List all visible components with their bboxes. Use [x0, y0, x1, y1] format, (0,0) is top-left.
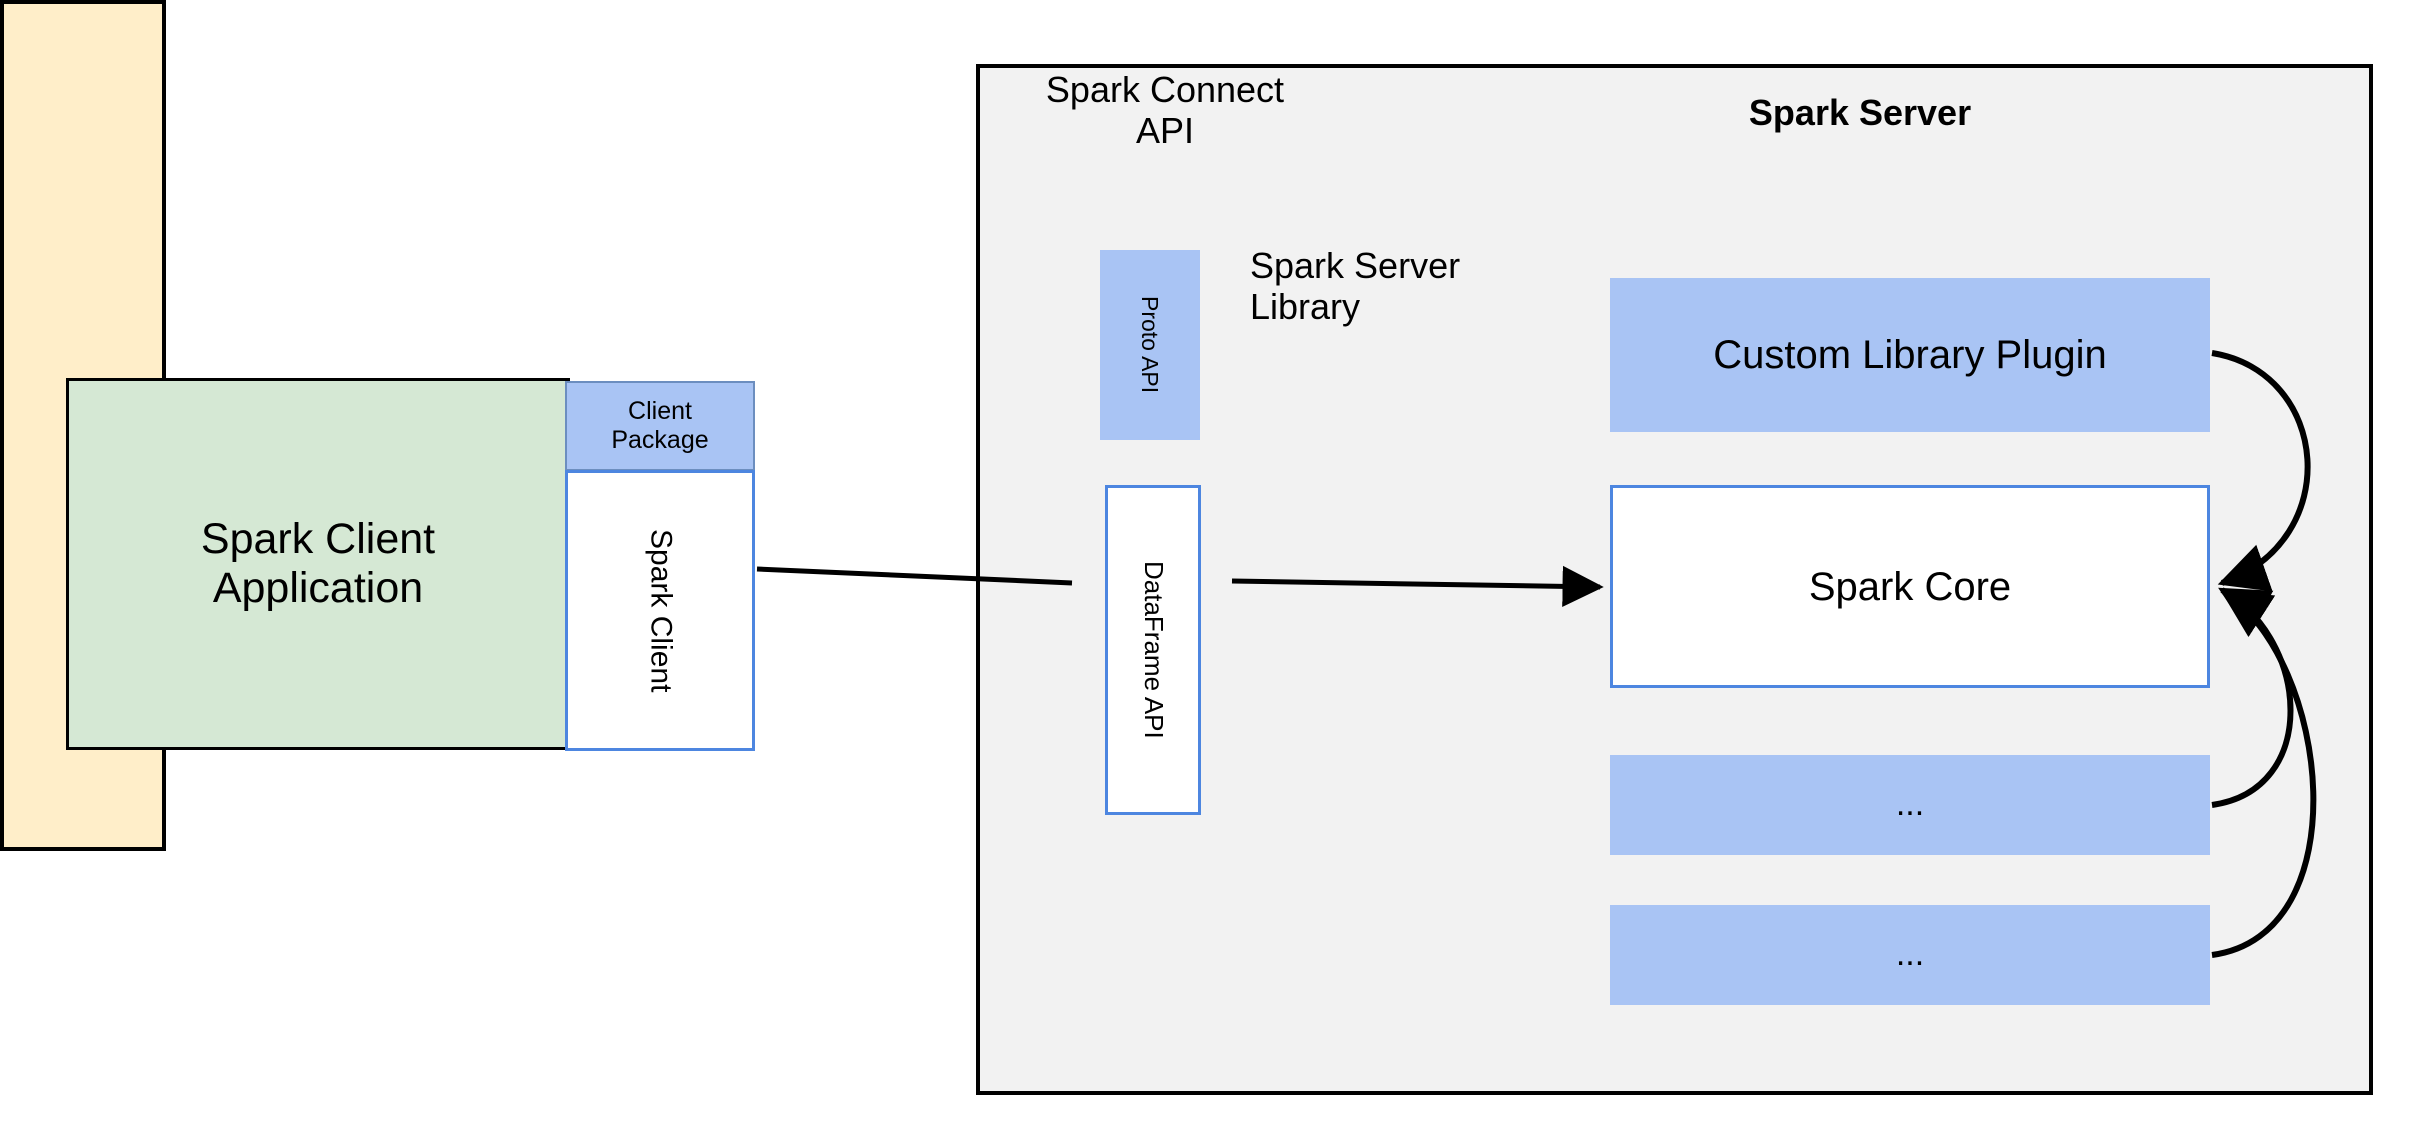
spark-server-library-label-line1: Spark Server — [1250, 245, 1461, 286]
ellipsis-label-1: ... — [1895, 785, 1925, 824]
spark-client-box[interactable]: Spark Client — [565, 470, 755, 751]
dataframe-api-label: DataFrame API — [1138, 561, 1169, 739]
custom-library-plugin-label: Custom Library Plugin — [1713, 333, 2107, 377]
client-application-label-line2: Application — [212, 564, 424, 612]
custom-library-plugin-box[interactable]: Custom Library Plugin — [1610, 278, 2210, 432]
client-package-label-line1: Client — [628, 397, 692, 426]
client-package-label-line2: Package — [611, 426, 709, 454]
spark-server-library-label-line2: Library — [1250, 286, 1361, 328]
spark-client-application-box[interactable]: Spark Client Application — [66, 378, 570, 750]
client-package-box[interactable]: Client Package — [565, 381, 755, 471]
client-application-label-line1: Spark Client — [200, 514, 436, 563]
ellipsis-box-1[interactable]: ... — [1610, 755, 2210, 855]
proto-api-box[interactable]: Proto API — [1100, 250, 1200, 440]
spark-connect-api-label-line2: API — [1135, 110, 1195, 151]
ellipsis-label-2: ... — [1895, 935, 1925, 974]
spark-core-label: Spark Core — [1808, 564, 2012, 609]
spark-server-title: Spark Server — [1748, 92, 1972, 134]
spark-core-box[interactable]: Spark Core — [1610, 485, 2210, 688]
spark-client-label: Spark Client — [644, 528, 678, 693]
client-application-label: Spark Client Application — [201, 515, 435, 614]
spark-connect-api-label-line1: Spark Connect — [1045, 68, 1285, 110]
spark-connect-api-label: Spark Connect API — [1000, 62, 1330, 158]
dataframe-api-box[interactable]: DataFrame API — [1105, 485, 1201, 815]
spark-server-library-label: Spark Server Library — [1250, 245, 1550, 341]
client-package-label: Client Package — [611, 397, 708, 455]
ellipsis-box-2[interactable]: ... — [1610, 905, 2210, 1005]
proto-api-label: Proto API — [1137, 296, 1164, 394]
